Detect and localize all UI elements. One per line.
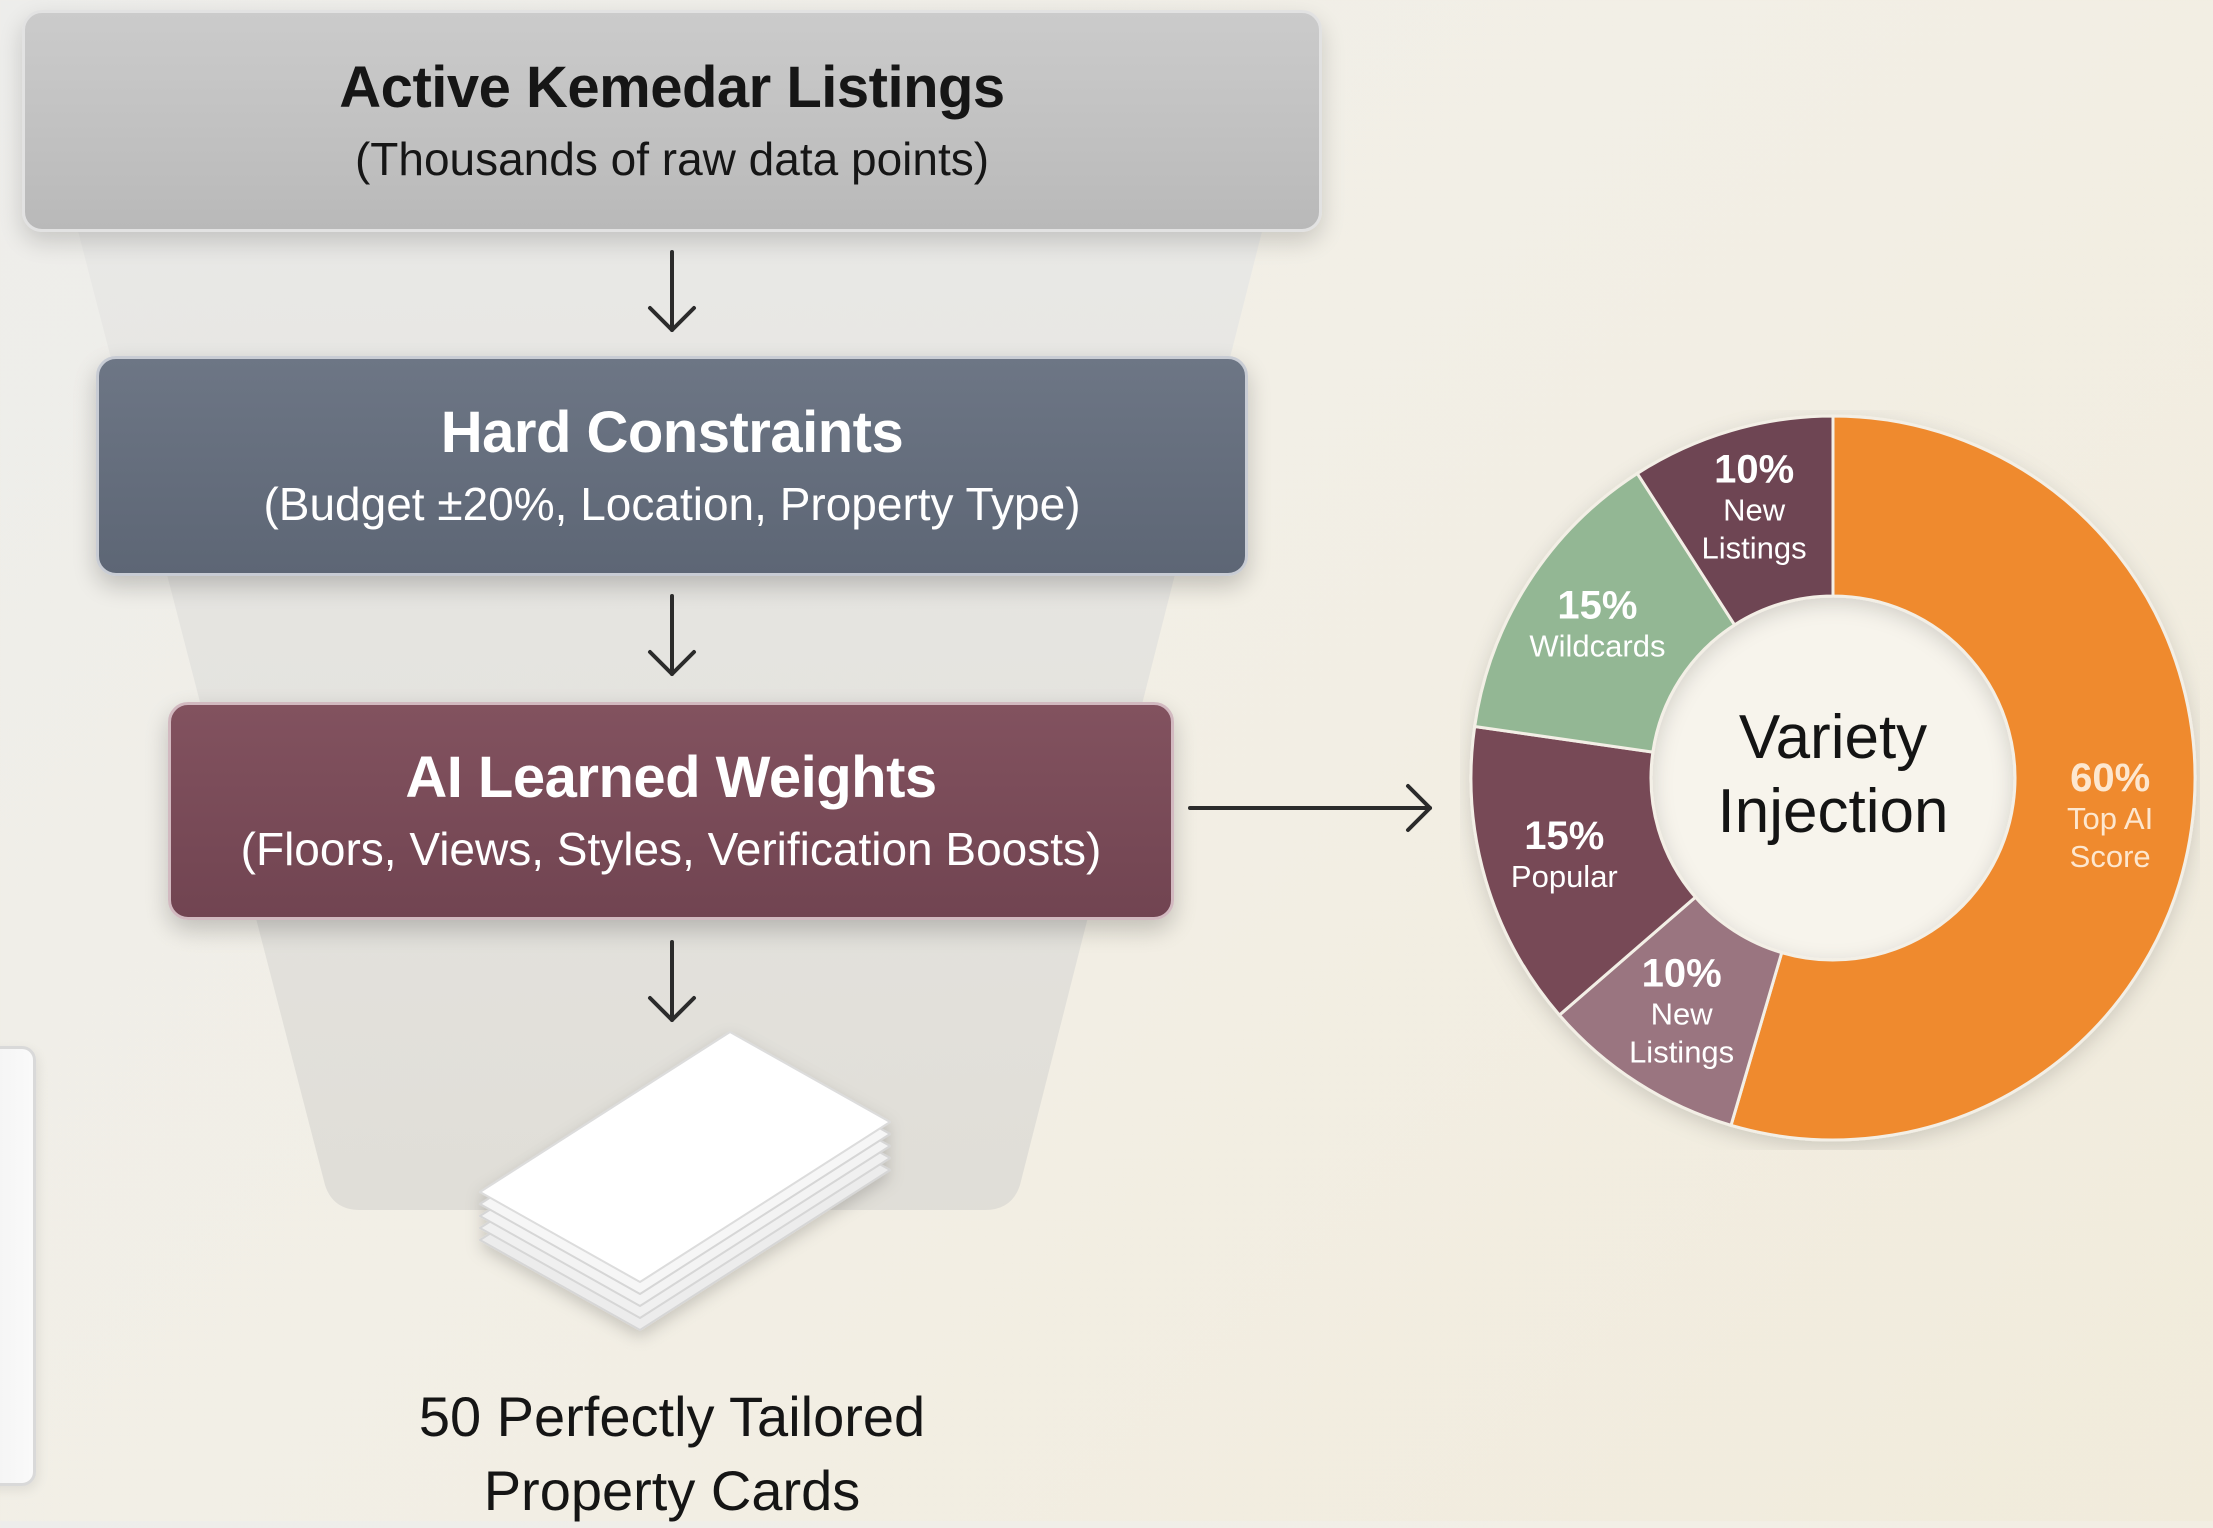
result-caption-line: 50 Perfectly Tailored — [418, 1385, 926, 1448]
segment-name-label: Listings — [1702, 530, 1807, 565]
segment-percent-label: 60% — [2070, 756, 2150, 800]
result-caption: 50 Perfectly Tailored Property Cards — [322, 1380, 1022, 1528]
donut-segment — [1729, 414, 2197, 1142]
segment-name-label: Popular — [1511, 859, 1618, 894]
stage-active-listings: Active Kemedar Listings (Thousands of ra… — [22, 10, 1322, 232]
segment-name-label: New — [1651, 997, 1714, 1032]
donut-segment — [1472, 471, 1737, 754]
variety-injection-donut: 60%Top AIScore10%NewListings15%Popular15… — [1469, 414, 2197, 1142]
donut-segment — [1635, 414, 1835, 627]
stage-hard-constraints: Hard Constraints (Budget ±20%, Location,… — [96, 356, 1248, 576]
segment-name-label: Top AI — [2067, 801, 2153, 836]
stage-subtitle: (Floors, Views, Styles, Verification Boo… — [240, 823, 1102, 876]
segment-percent-label: 15% — [1557, 584, 1637, 628]
stage-subtitle: (Budget ±20%, Location, Property Type) — [263, 478, 1081, 531]
segment-percent-label: 10% — [1714, 447, 1794, 491]
donut-segment — [1469, 724, 1698, 1018]
donut-center-line: Injection — [1718, 777, 1949, 846]
stage-ai-learned-weights: AI Learned Weights (Floors, Views, Style… — [168, 702, 1174, 920]
stage-title: Active Kemedar Listings — [339, 55, 1005, 121]
segment-name-label: Listings — [1629, 1035, 1734, 1070]
segment-name-label: Wildcards — [1529, 629, 1665, 664]
segment-percent-label: 10% — [1642, 952, 1722, 996]
donut-center-line: Variety — [1739, 703, 1927, 772]
side-panel-tab[interactable] — [0, 1046, 36, 1486]
result-caption-line: Property Cards — [483, 1459, 861, 1522]
stage-subtitle: (Thousands of raw data points) — [354, 133, 990, 186]
stage-title: AI Learned Weights — [405, 745, 937, 811]
segment-name-label: New — [1723, 492, 1786, 527]
segment-percent-label: 15% — [1524, 814, 1604, 858]
stage-title: Hard Constraints — [440, 400, 904, 466]
segment-name-label: Score — [2070, 839, 2151, 874]
donut-center-fill — [1651, 596, 2015, 960]
